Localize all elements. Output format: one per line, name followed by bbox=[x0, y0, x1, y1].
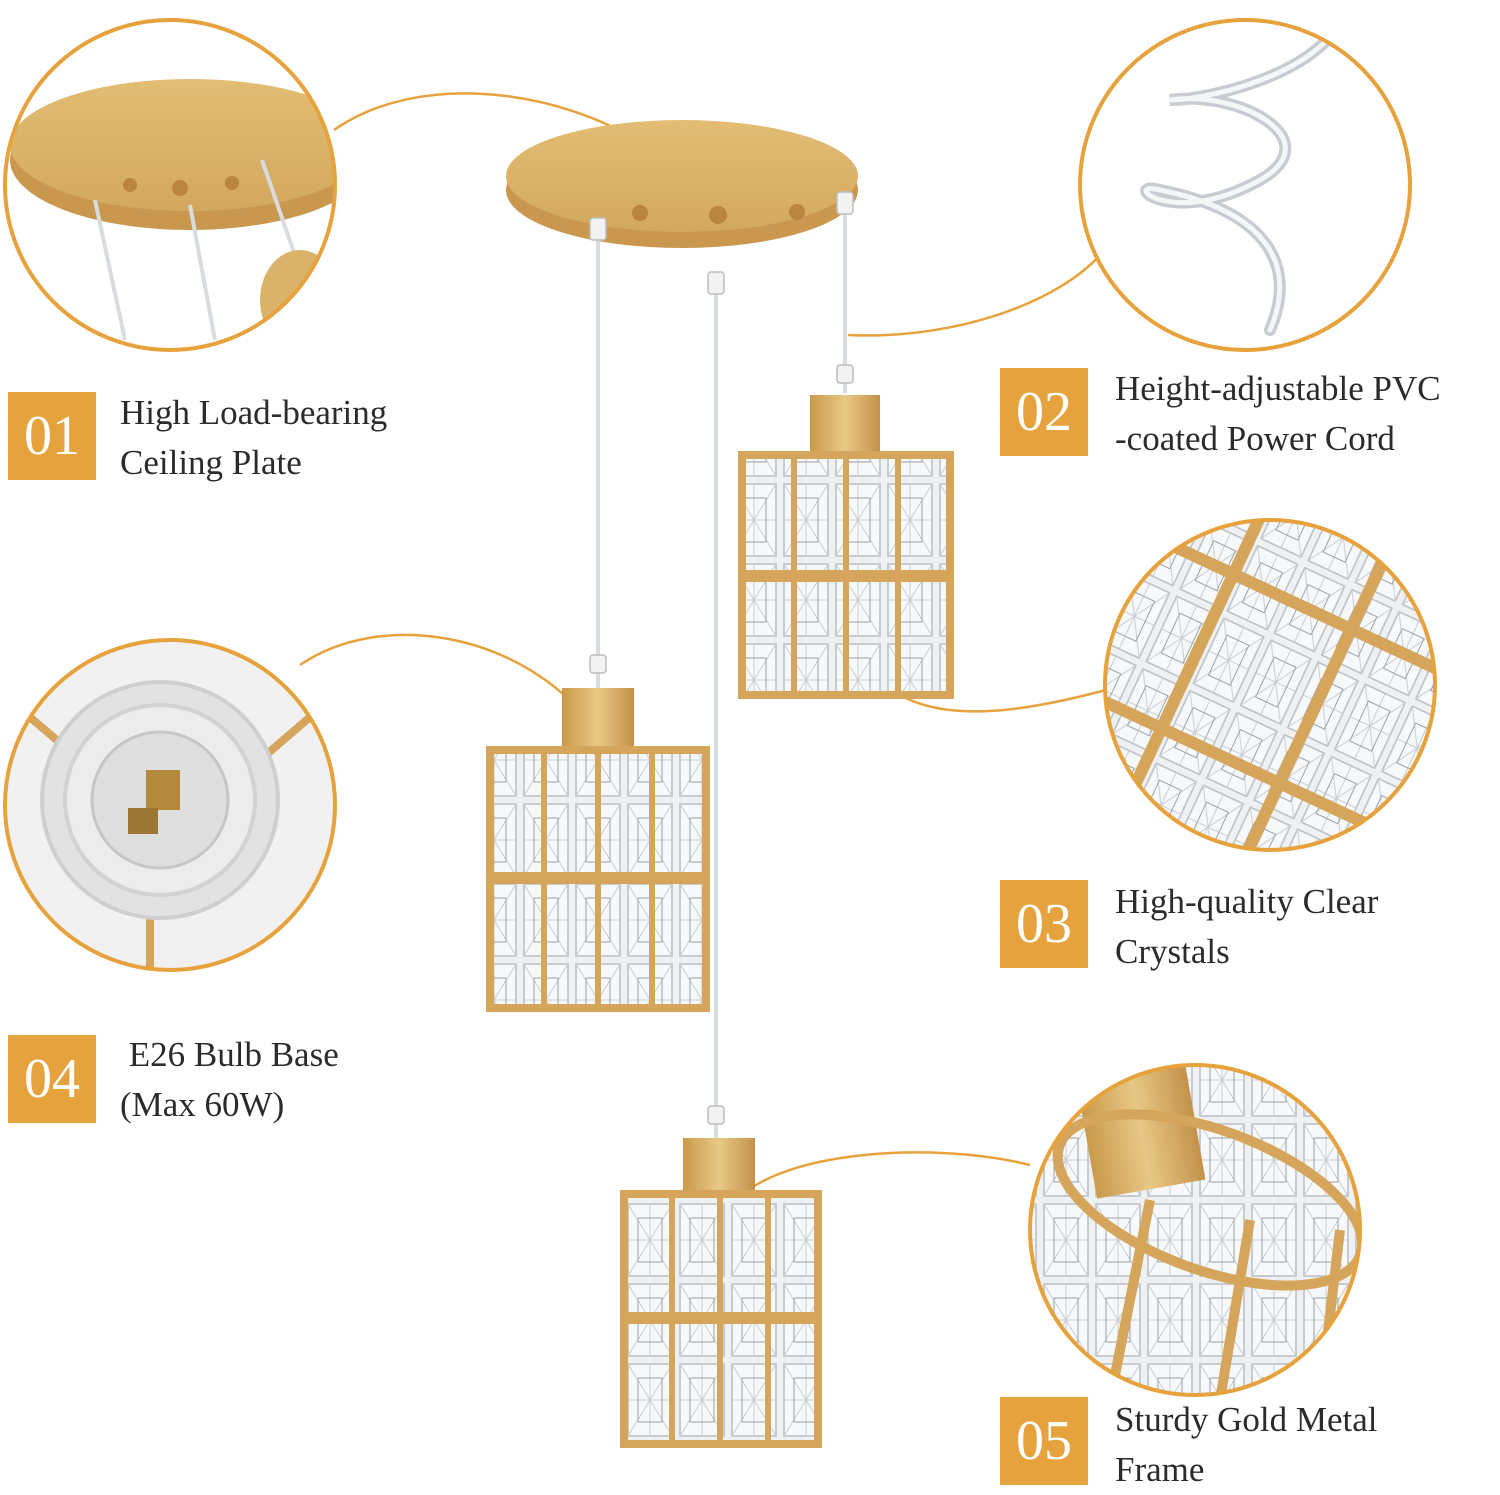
feature-label-05: Sturdy Gold Metal Frame bbox=[1115, 1395, 1377, 1495]
leader-lines bbox=[299, 92, 1107, 1216]
bulb-socket-detail bbox=[3, 638, 337, 972]
pendant-right bbox=[738, 395, 954, 699]
feature-label-02-line2: -coated Power Cord bbox=[1115, 419, 1395, 458]
ceiling-plate bbox=[506, 120, 858, 248]
feature-label-05-line2: Frame bbox=[1115, 1450, 1205, 1489]
feature-badge-03: 03 bbox=[1000, 880, 1088, 968]
feature-label-02-line1: Height-adjustable PVC bbox=[1115, 369, 1441, 408]
ceiling-plate-detail bbox=[3, 18, 337, 352]
feature-label-03-line2: Crystals bbox=[1115, 932, 1230, 971]
feature-badge-02: 02 bbox=[1000, 368, 1088, 456]
power-cord-detail bbox=[1078, 18, 1412, 352]
feature-label-01-line2: Ceiling Plate bbox=[120, 443, 302, 482]
feature-label-03: High-quality Clear Crystals bbox=[1115, 877, 1378, 977]
metal-frame-detail bbox=[1028, 1063, 1362, 1397]
feature-label-02: Height-adjustable PVC -coated Power Cord bbox=[1115, 364, 1441, 464]
crystal-detail bbox=[1103, 518, 1437, 852]
feature-label-04-line1: E26 Bulb Base bbox=[120, 1035, 339, 1074]
pendant-bottom bbox=[620, 1138, 822, 1448]
feature-badge-01: 01 bbox=[8, 392, 96, 480]
feature-label-04: E26 Bulb Base (Max 60W) bbox=[120, 1030, 339, 1130]
feature-badge-04: 04 bbox=[8, 1035, 96, 1123]
feature-badge-05: 05 bbox=[1000, 1397, 1088, 1485]
feature-label-01: High Load-bearing Ceiling Plate bbox=[120, 388, 387, 488]
feature-label-03-line1: High-quality Clear bbox=[1115, 882, 1379, 921]
power-cords bbox=[596, 205, 847, 1140]
feature-label-04-line2: (Max 60W) bbox=[120, 1085, 285, 1124]
feature-label-01-line1: High Load-bearing bbox=[120, 393, 388, 432]
pendant-left bbox=[486, 688, 710, 1012]
feature-label-05-line1: Sturdy Gold Metal bbox=[1115, 1400, 1378, 1439]
